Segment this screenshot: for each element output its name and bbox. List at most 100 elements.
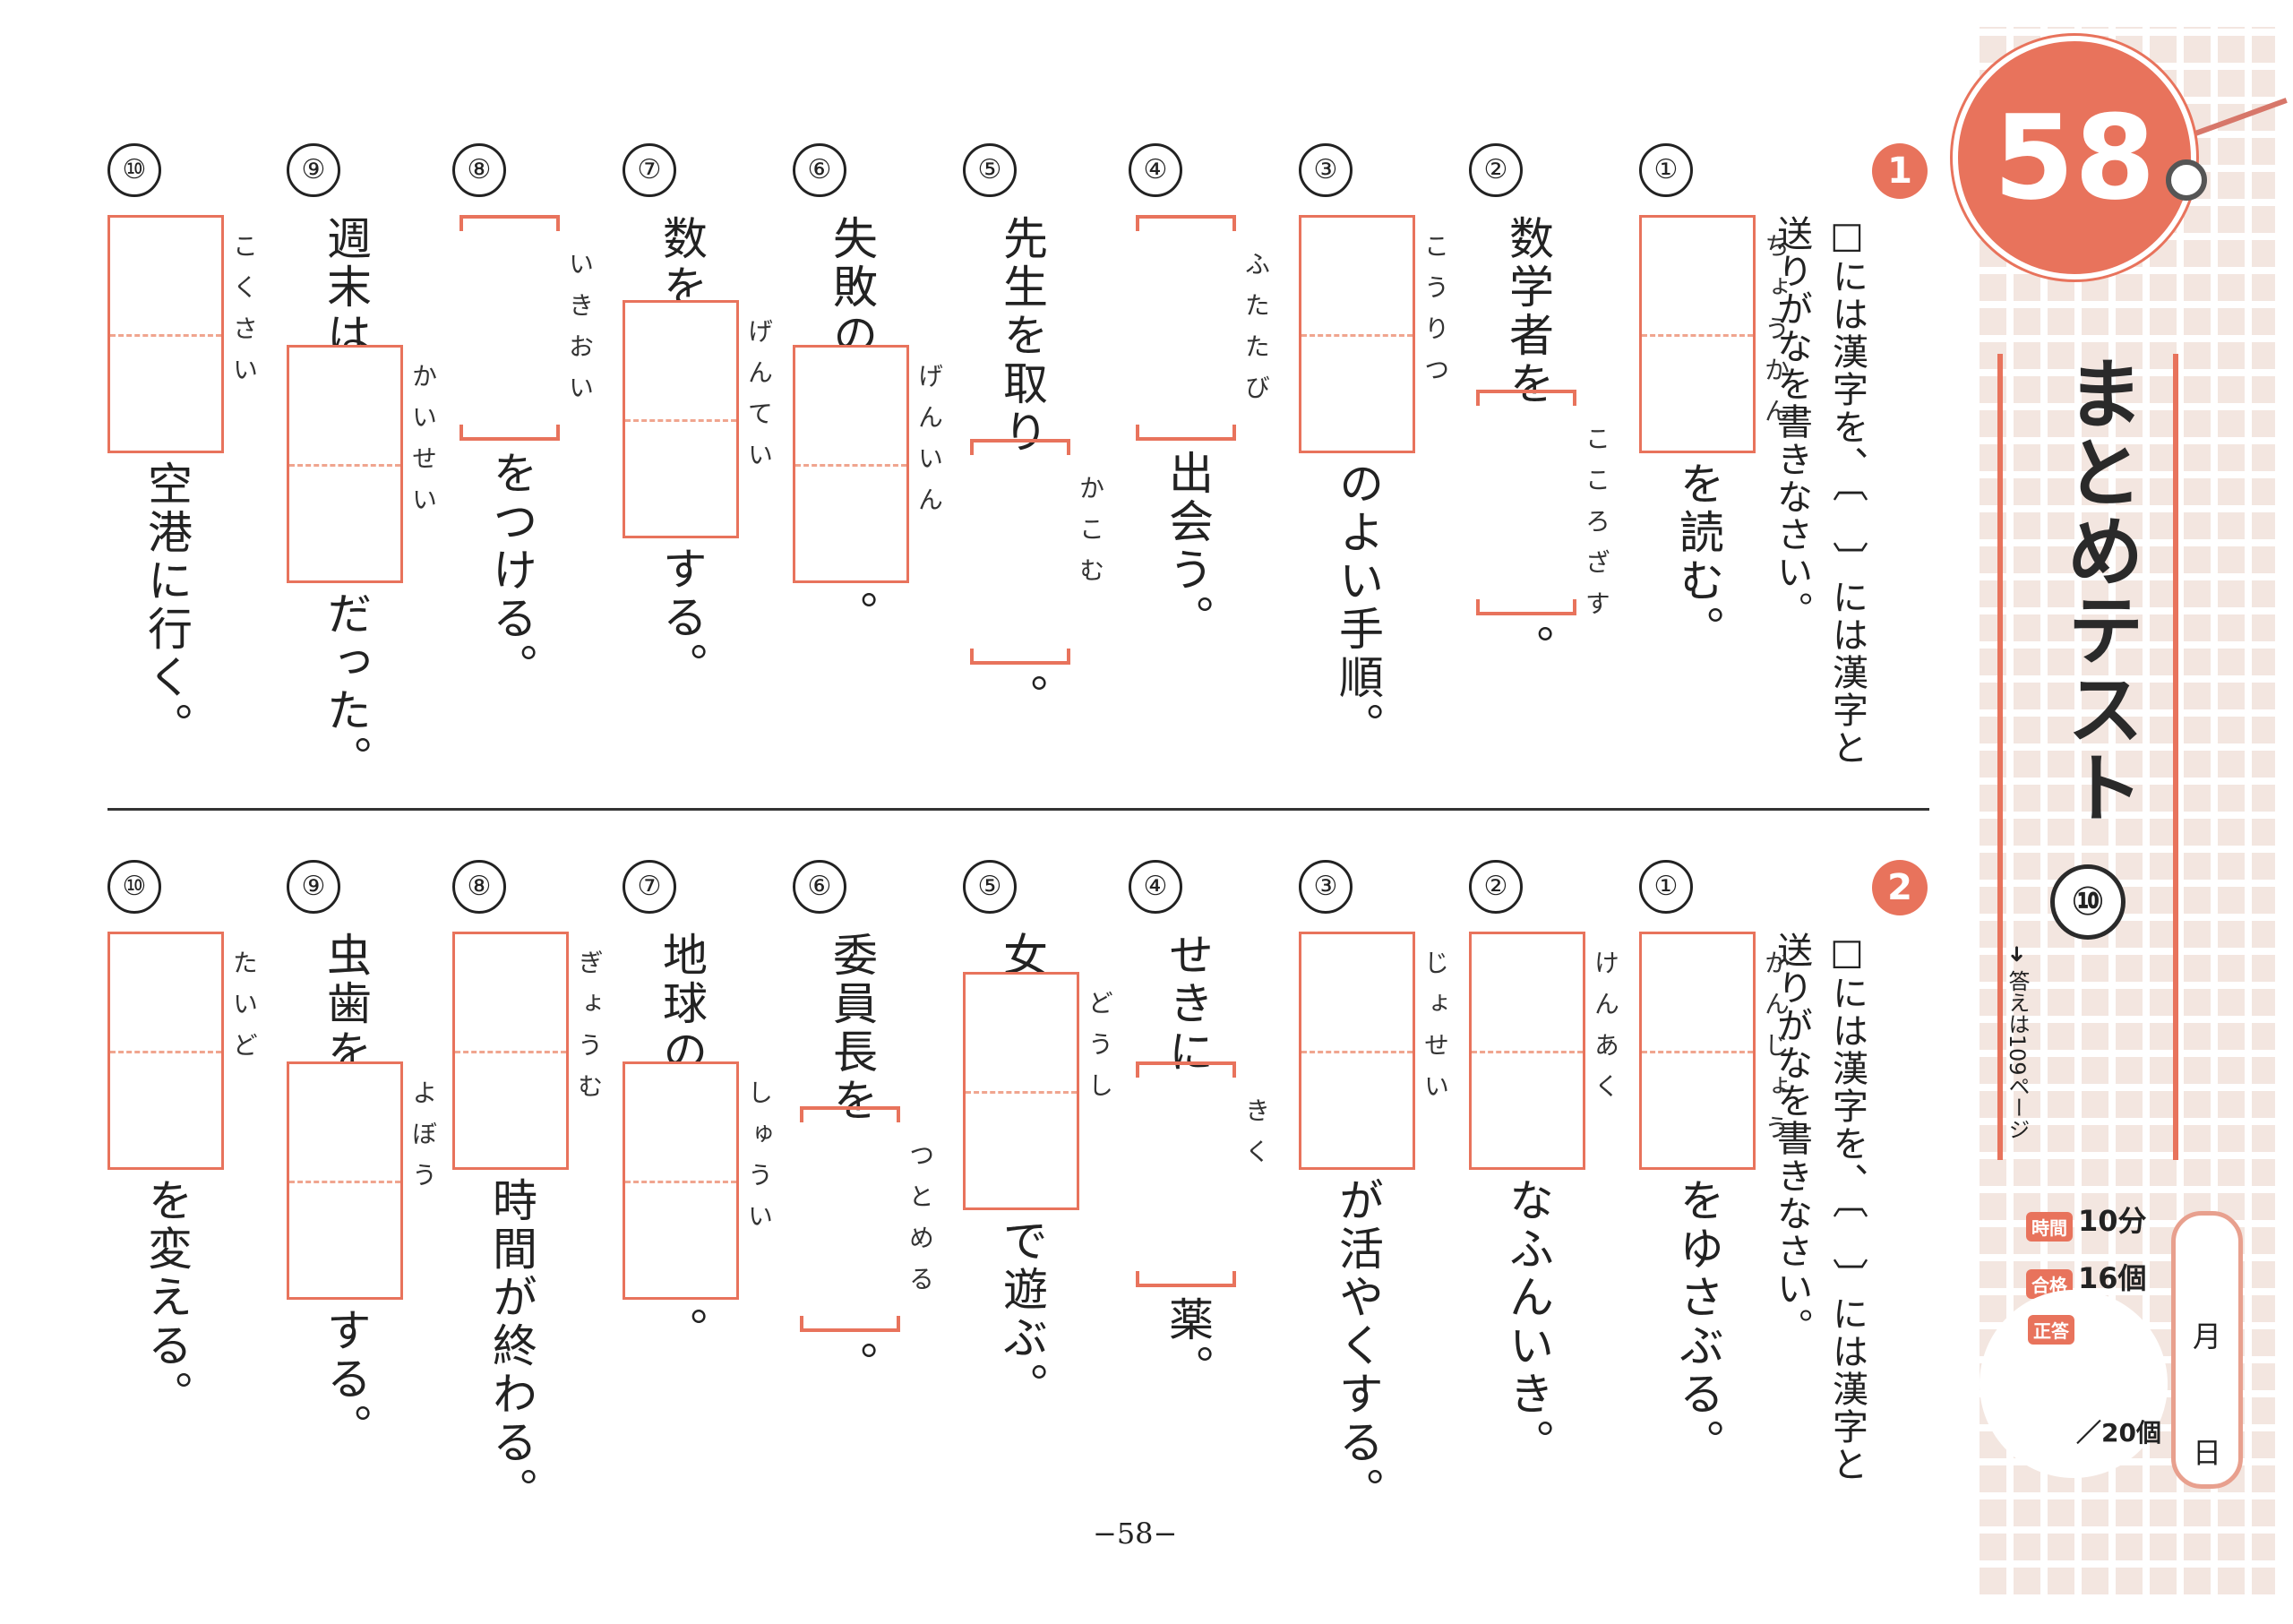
answer-box[interactable] [1299, 215, 1415, 453]
question-text-after: 。 [826, 590, 878, 639]
furigana: きく [1241, 1097, 1271, 1180]
question-text-before: 週末は [320, 215, 372, 360]
question-number: ⑨ [287, 860, 340, 914]
answer-box[interactable] [452, 932, 569, 1170]
question-text-after: 。 [826, 1341, 878, 1389]
question-number: ⑤ [963, 860, 1017, 914]
correct-label: 正答 [2028, 1315, 2074, 1345]
question-text-after: 薬。 [1162, 1296, 1214, 1393]
page-number: −58− [1093, 1517, 1178, 1551]
question-number: ⑦ [623, 143, 676, 197]
answer-box[interactable] [1469, 932, 1585, 1170]
question-text-after: なふんいき。 [1502, 1177, 1554, 1467]
section-2-instruction-a: □には漢字を、〔 〕には漢字と [1826, 932, 1868, 1483]
question-number: ② [1469, 860, 1523, 914]
question-text-after: が活やくする。 [1332, 1177, 1384, 1516]
box-divider [110, 334, 221, 337]
box-divider [966, 1091, 1077, 1094]
section-1-instruction-b: 送りがなを書きなさい。 [1771, 215, 1812, 629]
answer-reference-text: 答えは109ページ [2005, 969, 2030, 1140]
answer-box[interactable] [107, 932, 224, 1170]
question-number: ⑤ [963, 143, 1017, 197]
section-divider [107, 808, 1929, 811]
question-text-after: 。 [996, 674, 1048, 722]
answer-bracket[interactable] [1136, 215, 1236, 441]
answer-box[interactable] [287, 1061, 403, 1300]
section-2-mark: 2 [1872, 860, 1928, 915]
question-text-after: だった。 [320, 590, 372, 784]
lesson-badge: 58 [1953, 36, 2196, 279]
title-rule-left [1997, 354, 2003, 1160]
question-text-after: のよい手順。 [1332, 460, 1384, 751]
answer-box[interactable] [793, 345, 909, 583]
box-divider [625, 1181, 736, 1183]
question-number: ⑦ [623, 860, 676, 914]
title-rule-right [2173, 354, 2178, 1160]
question-text-before: 失敗の [826, 215, 878, 360]
box-divider [1642, 1051, 1753, 1053]
furigana: かこむ [1076, 475, 1105, 598]
answer-box[interactable] [1639, 215, 1756, 453]
answer-box[interactable] [1299, 932, 1415, 1170]
box-divider [1301, 1051, 1413, 1053]
question-text-before: 先生を取り [996, 215, 1048, 457]
box-divider [1472, 1051, 1583, 1053]
answer-box[interactable] [963, 972, 1079, 1210]
answer-bracket[interactable] [800, 1106, 900, 1332]
box-divider [110, 1051, 221, 1053]
answer-box[interactable] [107, 215, 224, 453]
furigana: ぎょうむ [574, 949, 604, 1114]
day-label: 日 [2192, 1436, 2221, 1470]
question-text-after: 空港に行く。 [141, 460, 193, 751]
question-number: ③ [1299, 860, 1353, 914]
question-number: ④ [1129, 143, 1182, 197]
question-text-after: をゆさぶる。 [1672, 1177, 1724, 1467]
question-text-before: 地球の [656, 932, 708, 1077]
furigana: ちょうかん [1761, 233, 1791, 439]
section-1-instruction-a: □には漢字を、〔 〕には漢字と [1826, 215, 1868, 767]
answer-box[interactable] [623, 1061, 739, 1300]
question-text-after: する。 [656, 546, 708, 691]
answer-bracket[interactable] [970, 439, 1070, 665]
question-text-after: 出会う。 [1162, 450, 1214, 643]
score-total: ／20個 [2076, 1418, 2161, 1448]
answer-bracket[interactable] [1476, 390, 1576, 615]
box-divider [795, 464, 906, 467]
box-divider [289, 1181, 400, 1183]
box-divider [455, 1051, 566, 1053]
furigana: けんあく [1591, 949, 1620, 1114]
date-box: 月 日 [2171, 1211, 2243, 1489]
correct-stat: 正答 [2028, 1315, 2080, 1345]
section-2-instruction-b: 送りがなを書きなさい。 [1771, 932, 1812, 1345]
question-number: ⑩ [107, 143, 161, 197]
question-text-after: 。 [1502, 624, 1554, 673]
question-text-after: 。 [656, 1307, 708, 1355]
answer-bracket[interactable] [1136, 1061, 1236, 1287]
furigana: げんいん [915, 363, 944, 528]
question-text-after: をつける。 [485, 450, 537, 692]
question-text-before: 数学者を [1502, 215, 1554, 408]
furigana: たいど [229, 949, 259, 1073]
question-number: ③ [1299, 143, 1353, 197]
furigana: こくさい [229, 233, 259, 398]
answer-box[interactable] [623, 300, 739, 538]
question-text-after: を変える。 [141, 1177, 193, 1419]
answer-reference: ➜ 答えは109ページ [2002, 945, 2033, 1140]
question-number: ⑧ [452, 143, 506, 197]
box-divider [625, 419, 736, 422]
question-text-after: する。 [320, 1307, 372, 1452]
answer-bracket[interactable] [459, 215, 560, 441]
answer-box[interactable] [1639, 932, 1756, 1170]
question-text-before: せきに [1162, 932, 1214, 1077]
tag-hole-icon [2166, 159, 2207, 201]
question-text-after: で遊ぶ。 [996, 1217, 1048, 1411]
answer-box[interactable] [287, 345, 403, 583]
question-text-after: 時間が終わる。 [485, 1177, 537, 1516]
question-number: ⑥ [793, 860, 846, 914]
box-divider [289, 464, 400, 467]
page-title: まとめテスト [2053, 354, 2143, 827]
box-divider [1642, 334, 1753, 337]
arrow-down-icon: ➜ [2005, 945, 2030, 970]
furigana: つとめる [906, 1142, 935, 1307]
